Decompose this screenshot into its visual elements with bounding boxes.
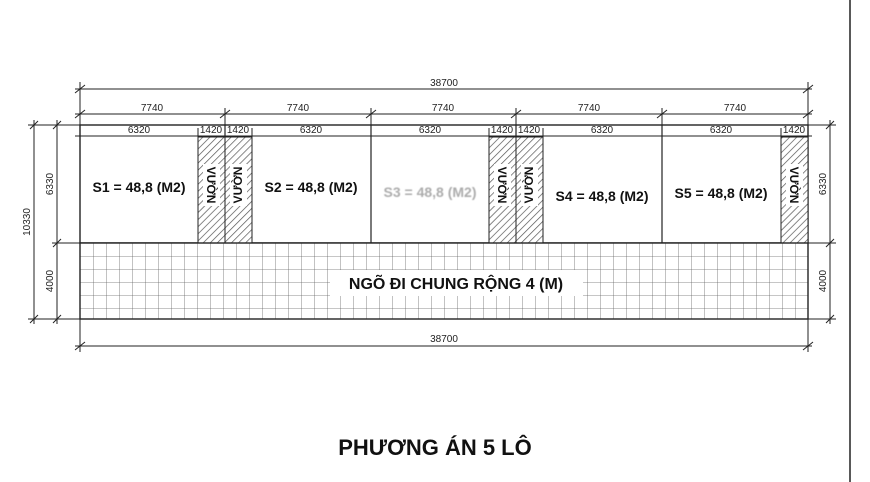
plan-title: PHƯƠNG ÁN 5 LÔ (338, 435, 532, 460)
sub-width-dimension-line (75, 128, 812, 140)
right-dimension-lines (808, 120, 836, 324)
lot-area-label: S4 = 48,8 (M2) (556, 188, 649, 204)
lot-width-text: 7740 (578, 103, 601, 114)
house-width-text: 6320 (419, 125, 442, 136)
garden-label: VƯỜN (204, 167, 219, 204)
shared-lane-label: NGÕ ĐI CHUNG RỘNG 4 (M) (349, 273, 563, 293)
house-width-text: 6320 (300, 125, 323, 136)
garden-strip (197, 136, 226, 244)
lane-depth-text: 4000 (45, 269, 56, 292)
garden-label: VƯỜN (230, 167, 245, 204)
garden-label: VƯỜN (521, 167, 536, 204)
lot-width-text: 7740 (141, 103, 164, 114)
garden-label: VƯỜN (495, 167, 510, 204)
lot-width-text: 7740 (432, 103, 455, 114)
top-total-dim-text: 38700 (430, 78, 458, 89)
garden-width-text: 1420 (491, 125, 514, 136)
lot-width-text: 7740 (287, 103, 310, 114)
lot-area-label: S2 = 48,8 (M2) (265, 179, 358, 195)
lot-depth-text: 6330 (818, 172, 829, 195)
bottom-total-dim-text: 38700 (430, 334, 458, 345)
house-width-text: 6320 (591, 125, 614, 136)
garden-width-text: 1420 (518, 125, 541, 136)
lot-area-label: S5 = 48,8 (M2) (675, 185, 768, 201)
lot-width-text: 7740 (724, 103, 747, 114)
house-width-text: 6320 (710, 125, 733, 136)
house-width-text: 6320 (128, 125, 151, 136)
lot-depth-text: 6330 (45, 172, 56, 195)
left-dimension-lines (28, 120, 80, 324)
garden-width-text: 1420 (227, 125, 250, 136)
lane-depth-text: 4000 (818, 269, 829, 292)
lot-width-dimension-line (74, 108, 814, 128)
left-total-height-text: 10330 (22, 208, 33, 236)
lot-area-label: S1 = 48,8 (M2) (93, 179, 186, 195)
garden-label: VƯỜN (787, 167, 802, 204)
garden-width-text: 1420 (783, 125, 806, 136)
garden-width-text: 1420 (200, 125, 223, 136)
top-total-dimension (74, 82, 814, 125)
lot-area-label: S3 = 48,8 (M2) (384, 184, 477, 200)
bottom-total-dimension (74, 319, 814, 352)
